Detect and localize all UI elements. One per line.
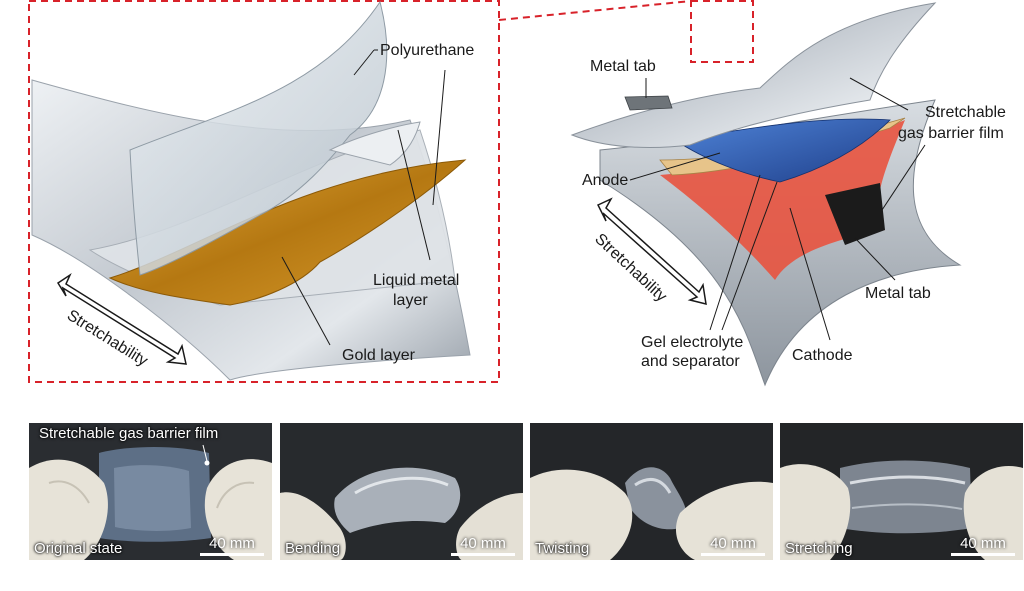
- left-labels: Polyurethane Liquid metal layer Gold lay…: [281, 42, 474, 364]
- photo-twisting: Twisting 40 mm: [530, 423, 773, 560]
- photo-bending-scale-line: [451, 553, 515, 556]
- photo-original-scale-bar: 40 mm: [200, 536, 264, 556]
- photo-bending-scale-text: 40 mm: [460, 535, 506, 552]
- zoom-frame: [28, 0, 754, 383]
- metal-tab-bottom-label: Metal tab: [865, 285, 931, 302]
- metal-tab-top-label: Metal tab: [590, 58, 656, 75]
- barrier-label-2: gas barrier film: [898, 125, 1004, 142]
- layer-stack-illustration: [31, 0, 471, 381]
- photo-original-scale-line: [200, 553, 264, 556]
- photo-stretching-scale-line: [951, 553, 1015, 556]
- battery-cell-illustration: [570, 2, 962, 387]
- liquid-metal-label-1: Liquid metal: [373, 272, 459, 289]
- cathode-label: Cathode: [792, 347, 853, 364]
- photo-bending-scale-bar: 40 mm: [451, 536, 515, 556]
- liquid-metal-label-2: layer: [393, 292, 428, 309]
- photo-stretching-scale-text: 40 mm: [960, 535, 1006, 552]
- photo-bending-image: [280, 423, 523, 560]
- barrier-label-1: Stretchable: [925, 104, 1006, 121]
- photo-stretching: Stretching 40 mm: [780, 423, 1023, 560]
- photo-original-scale-text: 40 mm: [209, 535, 255, 552]
- photo-stretching-image: [780, 423, 1023, 560]
- photo-bending-caption: Bending: [285, 540, 341, 557]
- gold-layer-label: Gold layer: [342, 347, 416, 364]
- polyurethane-label: Polyurethane: [380, 42, 474, 59]
- battery-structure-diagram: Stretchability Polyurethane Liquid metal…: [28, 0, 1006, 387]
- photo-twisting-scale-bar: 40 mm: [701, 536, 765, 556]
- photo-twisting-scale-text: 40 mm: [710, 535, 756, 552]
- stretchability-label-right: Stretchability: [591, 230, 670, 305]
- photo-stretching-scale-bar: 40 mm: [951, 536, 1015, 556]
- gel-label-1: Gel electrolyte: [641, 334, 743, 351]
- photo-original-state: Stretchable gas barrier film Original st…: [29, 423, 272, 560]
- photo-twisting-scale-line: [701, 553, 765, 556]
- photo-bending: Bending 40 mm: [280, 423, 523, 560]
- photo-original-image: [29, 423, 272, 560]
- right-labels: Metal tab Stretchable gas barrier film A…: [582, 58, 1006, 370]
- photo-original-caption: Original state: [34, 540, 123, 557]
- photo-stretching-caption: Stretching: [785, 540, 853, 557]
- photo-original-top-label: Stretchable gas barrier film: [39, 425, 219, 442]
- anode-label: Anode: [582, 172, 628, 189]
- photo-twisting-caption: Twisting: [535, 540, 590, 557]
- gel-label-2: and separator: [641, 353, 740, 370]
- photo-twisting-image: [530, 423, 773, 560]
